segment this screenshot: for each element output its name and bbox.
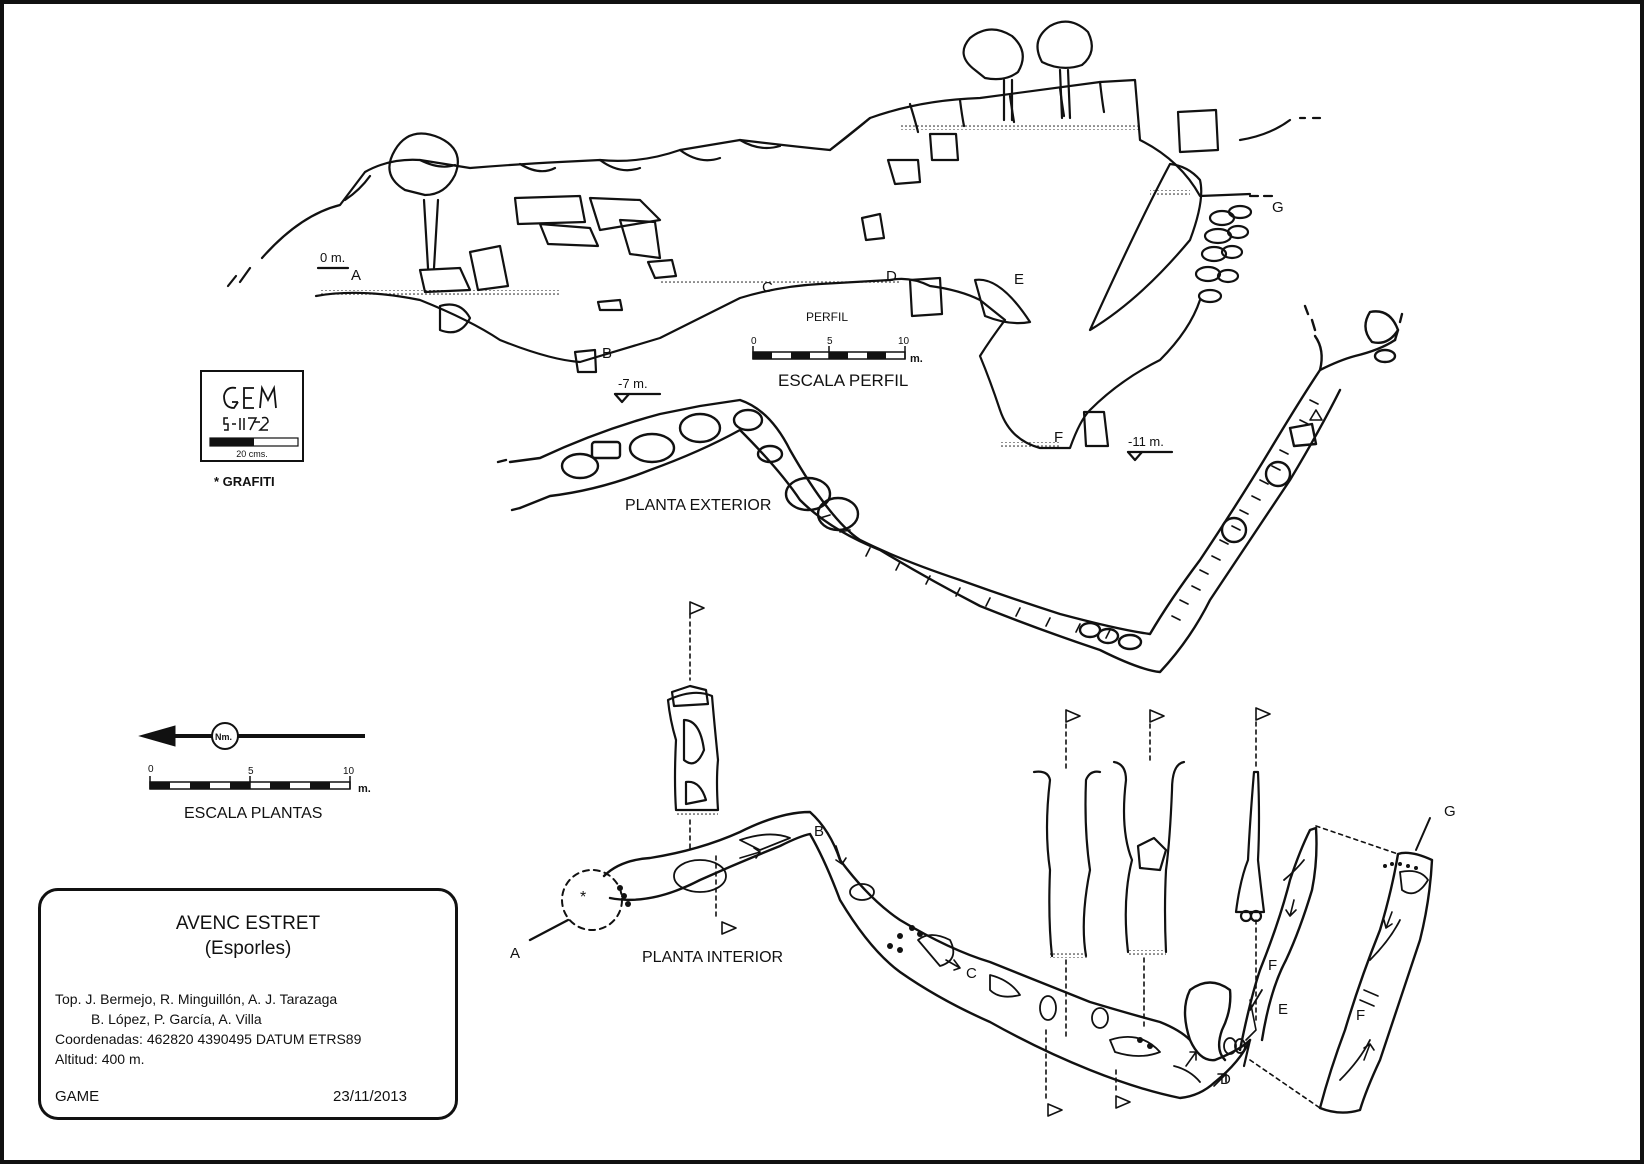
scale-perfil-tick-5: 5 — [827, 336, 833, 347]
scale-plantas-tick-5: 5 — [248, 766, 254, 777]
profile-zero-label: 0 m. — [320, 250, 345, 265]
planta-exterior-label: PLANTA EXTERIOR — [625, 497, 771, 514]
perfil-label: PERFIL — [806, 310, 848, 324]
graffiti-signature — [209, 384, 299, 447]
plan-point-c: C — [966, 965, 977, 982]
planta-exterior — [496, 304, 1404, 674]
cave-location: (Esporles) — [204, 938, 292, 959]
surface-line-left — [238, 78, 1252, 284]
surface-right-tail — [1238, 116, 1322, 142]
profile-point-f: F — [1054, 429, 1063, 446]
floor-dots-b — [660, 280, 900, 285]
floor-dots-d — [900, 124, 1140, 130]
interior-outline-bottom — [608, 832, 1252, 1100]
scale-plantas-label: ESCALA PLANTAS — [184, 805, 322, 822]
scale-plantas-unit: m. — [358, 783, 371, 795]
plan-point-g: G — [1444, 803, 1456, 820]
outline-hatching — [819, 399, 1319, 639]
plan-point-f-2: F — [1356, 1007, 1365, 1024]
exterior-outline-top — [508, 338, 1397, 636]
plan-point-f-1: F — [1268, 957, 1277, 974]
section-3 — [1112, 709, 1186, 1109]
scale-perfil-label: ESCALA PERFIL — [778, 371, 908, 390]
plan-point-a: A — [510, 945, 520, 962]
section-4 — [1234, 707, 1271, 1021]
profile-point-a: A — [351, 267, 361, 284]
branch-f — [1238, 826, 1318, 1052]
survey-date: 23/11/2013 — [333, 1088, 407, 1105]
graffiti-note: * GRAFITI — [214, 474, 275, 489]
entrance-dashed — [561, 869, 623, 931]
floor-dots-a — [320, 290, 560, 296]
tree-icon-left — [388, 132, 459, 270]
cave-name: AVENC ESTRET — [175, 913, 321, 934]
tree-icon-right-a — [962, 28, 1024, 122]
scale-plantas-tick-0: 0 — [148, 764, 154, 775]
exterior-outline-bottom — [518, 388, 1342, 674]
altitude: Altitud: 400 m. — [55, 1051, 145, 1067]
tree-icon-right-b — [1036, 20, 1093, 120]
title-block: AVENC ESTRET (Esporles) Top. J. Bermejo,… — [38, 888, 458, 1120]
profile-point-c: C — [762, 279, 773, 296]
north-label: Nm. — [215, 732, 232, 742]
boulder-choke — [1194, 204, 1253, 304]
section-1 — [666, 601, 737, 935]
scale-perfil-tick-0: 0 — [751, 336, 757, 347]
flow-arrows — [739, 845, 1393, 1087]
coordinates: Coordenadas: 462820 4390495 DATUM ETRS89 — [55, 1031, 362, 1047]
gallery-g — [1318, 851, 1434, 1114]
graffiti-scale-label: 20 cms. — [236, 449, 268, 459]
profile-point-b: B — [602, 345, 612, 362]
profile-boulders — [418, 108, 1220, 448]
profile-depth-b-label: -7 m. — [618, 376, 648, 391]
planta-interior-label: PLANTA INTERIOR — [642, 949, 783, 966]
scale-plantas-bar — [149, 776, 351, 790]
profile-section — [226, 20, 1322, 462]
topographers-line-2: B. López, P. García, A. Villa — [91, 1011, 262, 1027]
profile-point-e: E — [1014, 271, 1024, 288]
entrance-asterisk: * — [580, 889, 586, 906]
organization: GAME — [55, 1088, 100, 1105]
topographers-line-1: Top. J. Bermejo, R. Minguillón, A. J. Ta… — [55, 991, 338, 1007]
floor-dots-e — [1150, 190, 1190, 195]
graffiti-stamp: 20 cms. — [200, 370, 304, 462]
interior-rocks — [673, 833, 1429, 1083]
plan-point-d: D — [1220, 1071, 1231, 1088]
floor-dots-c — [1000, 442, 1060, 448]
north-arrow — [138, 722, 365, 750]
scale-perfil-bar — [752, 346, 906, 360]
plan-point-b: B — [814, 823, 824, 840]
scale-plantas-tick-10: 10 — [343, 766, 355, 777]
planta-interior — [528, 810, 1434, 1114]
cross-sections — [666, 601, 1431, 1117]
rock-scallops — [343, 80, 1106, 202]
scale-perfil-tick-10: 10 — [898, 336, 910, 347]
profile-point-d: D — [886, 268, 897, 285]
credits: Top. J. Bermejo, R. Minguillón, A. J. Ta… — [55, 989, 361, 1069]
section-2 — [1032, 709, 1102, 1117]
plan-point-e: E — [1278, 1001, 1288, 1018]
exterior-boulders — [560, 310, 1400, 651]
profile-point-g: G — [1272, 199, 1284, 216]
rock-blade — [1088, 162, 1203, 332]
profile-depth-f-label: -11 m. — [1128, 434, 1164, 449]
scale-perfil-unit: m. — [910, 353, 923, 365]
